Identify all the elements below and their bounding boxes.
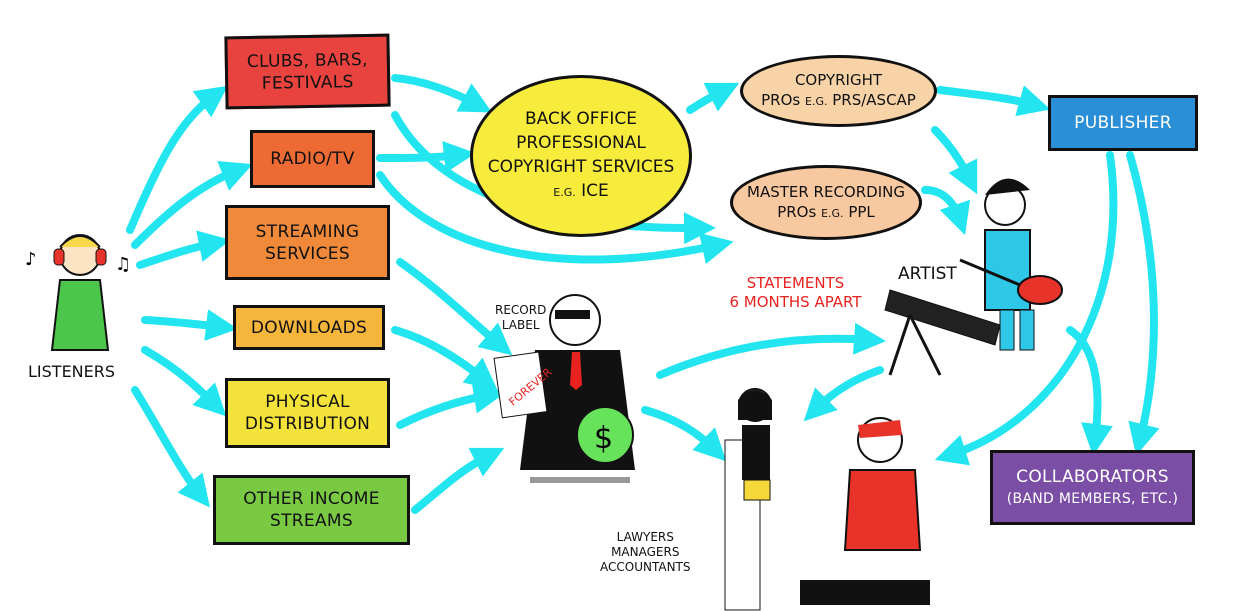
guitar-icon xyxy=(1017,275,1063,305)
record-label-line1: RECORD xyxy=(495,303,547,317)
source-clubs-bars-festivals: CLUBS, BARS, FESTIVALS xyxy=(224,33,391,110)
collaborators-box: COLLABORATORS (BAND MEMBERS, ETC.) xyxy=(990,450,1195,525)
keyboard-icon xyxy=(884,289,1001,346)
contract-document xyxy=(493,351,548,419)
copyright-pros-ellipse: COPYRIGHT PROs E.G. PRS/ASCAP xyxy=(740,55,937,127)
listeners-label: LISTENERS xyxy=(28,362,116,381)
eg-text: E.G. xyxy=(553,186,576,199)
record-label-figure: FOREVER $ xyxy=(493,294,635,483)
arrow-listeners-clubs xyxy=(126,85,229,234)
money-bag-icon xyxy=(576,406,634,464)
artist-label: ARTIST xyxy=(898,264,957,284)
master-recording-pros-ellipse: MASTER RECORDING PROs E.G. PPL xyxy=(730,165,922,240)
source-downloads: DOWNLOADS xyxy=(233,305,385,350)
lawyers-line2: MANAGERS xyxy=(611,545,680,559)
back-office-line3: COPYRIGHT SERVICES xyxy=(487,157,675,177)
statements-line1: STATEMENTS xyxy=(746,274,845,292)
source-radio-tv: RADIO/TV xyxy=(250,130,375,188)
record-label-caption: RECORD LABEL xyxy=(495,303,546,333)
lawyers-caption: LAWYERS MANAGERS ACCOUNTANTS xyxy=(600,530,691,575)
record-label-line2: LABEL xyxy=(501,318,540,332)
back-office-example: ICE xyxy=(581,181,609,201)
lawyers-line3: ACCOUNTANTS xyxy=(600,560,691,574)
listener-figure: ♪ ♫ xyxy=(25,234,131,351)
copyright-line1: COPYRIGHT xyxy=(794,71,883,89)
eg-text: E.G. xyxy=(805,95,828,108)
copyright-example: PRS/ASCAP xyxy=(832,91,916,109)
music-note-icon: ♪ xyxy=(25,249,37,270)
pros-text: PROs xyxy=(761,91,801,109)
collaborators-line2: (BAND MEMBERS, ETC.) xyxy=(1006,490,1179,507)
headphones-icon xyxy=(53,248,65,266)
back-office-ellipse: BACK OFFICE PROFESSIONAL COPYRIGHT SERVI… xyxy=(470,75,692,237)
master-example: PPL xyxy=(848,202,875,221)
svg-text:$: $ xyxy=(594,421,613,456)
eg-text: E.G. xyxy=(821,206,844,220)
advisors-figures xyxy=(724,388,930,611)
artist-figure xyxy=(884,178,1063,376)
tie-icon xyxy=(570,352,582,390)
master-line1: MASTER RECORDING xyxy=(747,182,905,201)
source-physical-distribution: PHYSICAL DISTRIBUTION xyxy=(225,378,390,448)
publisher-box: PUBLISHER xyxy=(1048,95,1198,151)
collaborators-line1: COLLABORATORS xyxy=(1016,466,1169,487)
pros-text: PROs xyxy=(777,202,817,221)
statements-note: STATEMENTS 6 MONTHS APART xyxy=(728,274,863,312)
back-office-line1: BACK OFFICE xyxy=(525,109,637,129)
lawyers-line1: LAWYERS xyxy=(616,530,674,544)
source-streaming-services: STREAMING SERVICES xyxy=(225,205,390,280)
svg-text:♫: ♫ xyxy=(115,254,131,275)
statements-line2: 6 MONTHS APART xyxy=(729,293,862,311)
back-office-line2: PROFESSIONAL xyxy=(516,133,646,153)
source-other-income-streams: OTHER INCOME STREAMS xyxy=(213,475,410,545)
